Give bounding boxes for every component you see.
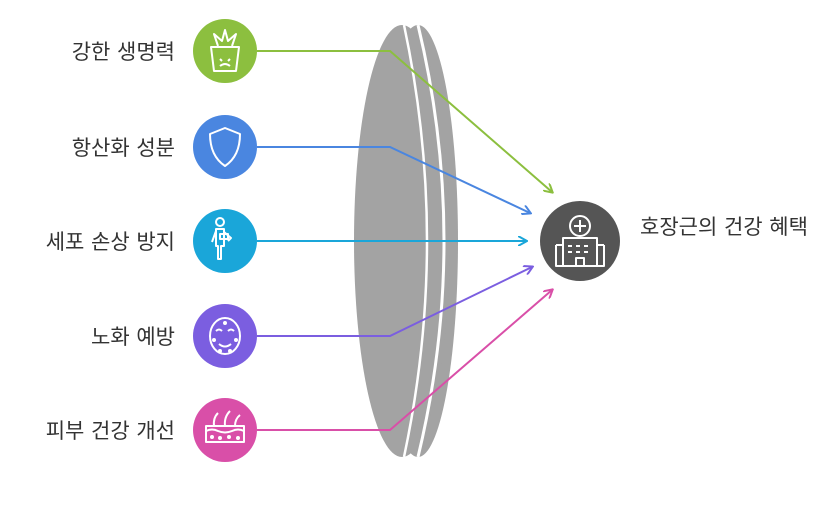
benefit-label-4: 노화 예방 (91, 325, 175, 349)
benefit-label-2: 항산화 성분 (71, 136, 175, 160)
face-mask-icon (209, 317, 241, 355)
connector-line-1 (257, 50, 552, 192)
target-label: 호장근의 건강 혜택 (640, 215, 808, 239)
connector-line-5 (257, 290, 552, 431)
benefit-label-5: 피부 건강 개선 (45, 419, 175, 443)
benefit-circle-1 (193, 19, 257, 83)
shield-icon (209, 127, 241, 167)
skin-hair-icon (205, 410, 245, 443)
connector-line-2 (257, 146, 530, 213)
benefit-label-3: 세포 손상 방지 (45, 230, 175, 254)
aloe-plant-icon (210, 29, 240, 72)
benefit-circle-5 (193, 398, 257, 462)
benefit-circle-4 (193, 304, 257, 368)
benefit-circle-2 (193, 115, 257, 179)
benefit-circle-3 (193, 209, 257, 273)
injured-person-icon (211, 217, 232, 260)
connector-line-4 (257, 267, 532, 337)
target-circle (540, 201, 620, 281)
benefit-label-1: 강한 생명력 (71, 40, 175, 64)
hospital-icon (555, 215, 605, 267)
